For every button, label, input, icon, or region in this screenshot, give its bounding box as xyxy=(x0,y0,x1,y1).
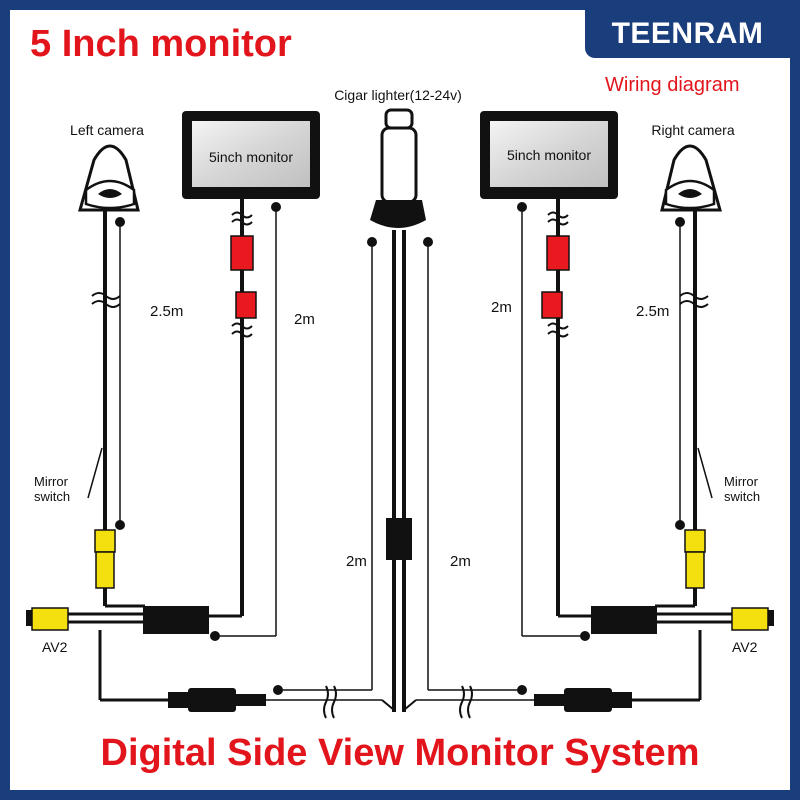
left-camera-cable-length: 2.5m xyxy=(150,303,183,320)
left-mirror-switch-text-line2: switch xyxy=(34,489,70,504)
left-junction-box xyxy=(143,606,209,634)
right-switch-pointer xyxy=(697,447,713,499)
wiring-diagram: Cigar lighter(12-24v) Left camera Right … xyxy=(26,87,774,719)
left-camera-break-icon xyxy=(91,292,121,308)
right-camera-cable-length: 2.5m xyxy=(636,303,669,320)
left-mirror-switch-connector xyxy=(94,529,116,553)
cigar-lighter-label: Cigar lighter(12-24v) xyxy=(334,87,462,103)
left-monitor-red-connector-bottom xyxy=(235,291,257,319)
left-monitor-label: 5inch monitor xyxy=(209,149,293,165)
left-switch-dot xyxy=(115,520,125,530)
left-monitor-cable-length: 2m xyxy=(294,311,315,328)
left-mirror-switch-text: Mirror xyxy=(34,474,69,489)
right-av2-connector xyxy=(731,607,769,631)
right-camera-label: Right camera xyxy=(651,122,734,138)
left-camera-label: Left camera xyxy=(70,122,144,138)
right-monitor-red-connector-top xyxy=(546,235,570,271)
brand-logo: TEENRAM xyxy=(585,10,790,58)
right-monitor-cable-length: 2m xyxy=(491,299,512,316)
right-monitor-red-connector-bottom xyxy=(541,291,563,319)
left-monitor-icon xyxy=(182,111,320,199)
right-camera-icon xyxy=(660,144,722,212)
right-monitor-label: 5inch monitor xyxy=(507,147,591,163)
right-monitor-icon xyxy=(480,111,618,199)
product-title: Digital Side View Monitor System xyxy=(100,732,700,774)
left-mirror-switch-label: Mirror switch xyxy=(34,474,72,504)
diagram-subtitle: Wiring diagram xyxy=(605,74,740,96)
left-camera-icon xyxy=(78,144,140,212)
right-power-connector xyxy=(564,688,612,712)
page-title: 5 Inch monitor xyxy=(30,23,292,65)
right-junction-box xyxy=(591,606,657,634)
right-mirror-switch-label: Mirror switch xyxy=(724,474,762,504)
cigar-lighter-icon xyxy=(370,108,426,228)
right-camera-break-icon xyxy=(679,292,709,308)
left-monitor-red-connector-top xyxy=(230,235,254,271)
right-mirror-switch-text-line2: switch xyxy=(724,489,760,504)
diagram-canvas: Cigar lighter(12-24v) Left camera Right … xyxy=(10,10,790,790)
left-switch-pointer xyxy=(87,447,103,499)
left-av2-label: AV2 xyxy=(42,639,68,655)
right-av2-label: AV2 xyxy=(732,639,758,655)
left-camera-dot xyxy=(115,217,125,227)
power-splitter xyxy=(386,518,412,560)
left-power-cable-length: 2m xyxy=(346,553,367,570)
right-power-cable-length: 2m xyxy=(450,553,471,570)
right-mirror-switch-connector xyxy=(684,529,706,553)
left-power-connector xyxy=(188,688,236,712)
left-av2-connector xyxy=(31,607,69,631)
right-mirror-switch-text: Mirror xyxy=(724,474,759,489)
